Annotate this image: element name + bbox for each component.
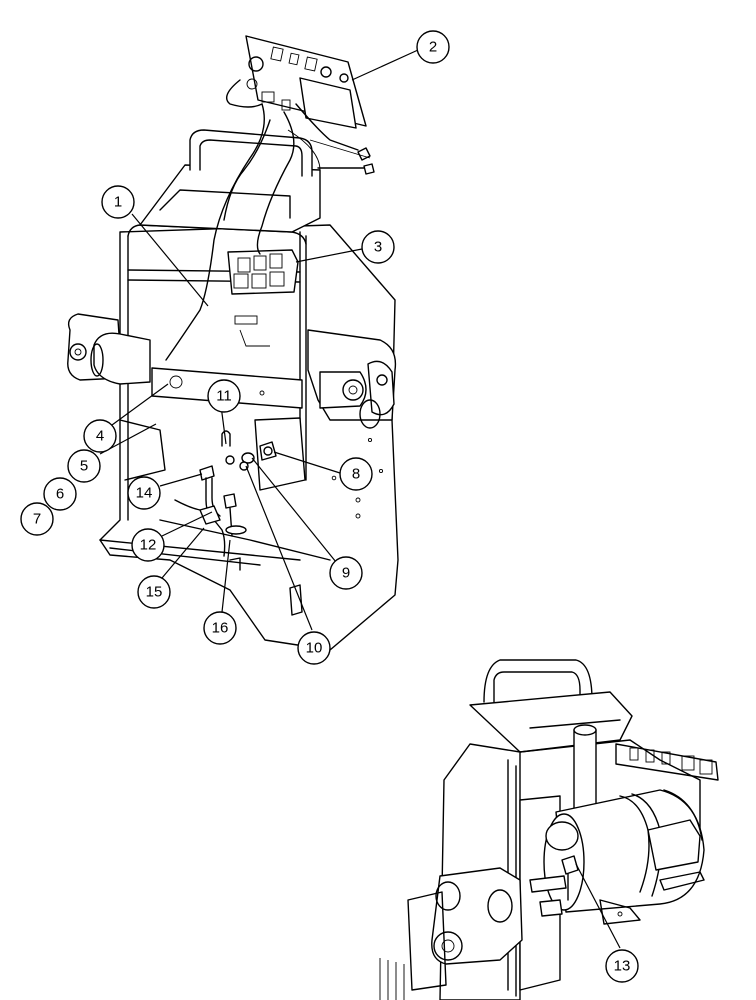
switch-panel [245,35,367,129]
svg-text:4: 4 [96,428,104,445]
callout-6: 6 [43,477,77,511]
relay-block [227,249,299,295]
svg-text:1: 1 [114,194,122,211]
svg-text:16: 16 [212,620,229,637]
svg-text:10: 10 [306,640,323,657]
callout-8: 8 [339,457,373,491]
svg-text:15: 15 [146,584,163,601]
svg-text:6: 6 [56,486,64,503]
callout-15: 15 [137,575,171,609]
svg-text:9: 9 [342,565,350,582]
callout-4: 4 [83,419,117,453]
fittings-group [174,430,277,557]
svg-text:3: 3 [374,239,382,256]
callout-5: 5 [67,449,101,483]
callout-12: 12 [131,528,165,562]
svg-text:13: 13 [614,958,631,975]
svg-text:7: 7 [33,511,41,528]
callout-7: 7 [20,502,54,536]
right-pivot-ear [307,329,397,429]
svg-text:12: 12 [140,537,157,554]
inset-assembly [379,659,719,1000]
callout-16: 16 [203,611,237,645]
svg-text:8: 8 [352,466,360,483]
callout-2: 2 [416,30,450,64]
upper-housing [139,129,321,233]
callout-9: 9 [329,556,363,590]
svg-text:5: 5 [80,458,88,475]
callout-3: 3 [361,230,395,264]
svg-text:14: 14 [136,485,153,502]
callout-14: 14 [127,476,161,510]
leader-lines [99,49,621,949]
left-pivot-ear [67,313,151,385]
callout-13: 13 [605,949,639,983]
callout-11: 11 [207,379,241,413]
frame-body [99,224,399,651]
callout-10: 10 [297,631,331,665]
callout-1: 1 [101,185,135,219]
wiring-harness [165,79,375,361]
svg-text:11: 11 [216,388,232,405]
svg-text:2: 2 [429,39,437,56]
main-assembly [67,35,399,651]
